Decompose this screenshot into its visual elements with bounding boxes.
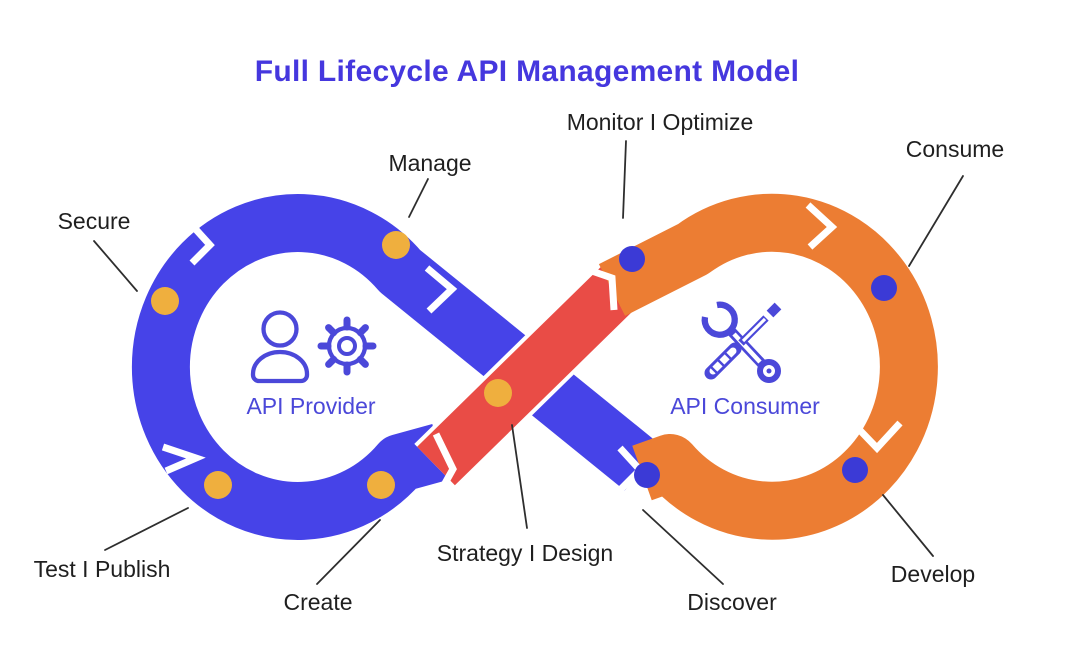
leader-line-discover xyxy=(642,509,724,585)
stage-label-strategy-design: Strategy I Design xyxy=(437,540,613,566)
stage-label-test-publish: Test I Publish xyxy=(34,556,171,582)
stage-label-develop: Develop xyxy=(891,561,975,587)
band-chevron-gap-strategy-monitor xyxy=(584,265,618,311)
stage-label-create: Create xyxy=(283,589,352,615)
stage-label-manage: Manage xyxy=(388,150,471,176)
stage-label-consume: Consume xyxy=(906,136,1004,162)
page-title: Full Lifecycle API Management Model xyxy=(255,55,800,88)
stage-dot-test-publish xyxy=(204,471,232,499)
stage-dot-develop xyxy=(842,457,868,483)
stage-dot-monitor-optimize xyxy=(619,246,645,272)
leader-line-strategy-design xyxy=(511,424,528,529)
leader-line-develop xyxy=(882,494,934,557)
leader-line-consume xyxy=(908,175,964,267)
leader-line-monitor-optimize xyxy=(622,140,627,219)
provider-loop-band xyxy=(131,194,662,540)
stage-label-monitor-optimize: Monitor I Optimize xyxy=(567,109,754,135)
band-chevron-gap-test-create xyxy=(161,443,206,475)
leader-line-create xyxy=(316,519,381,585)
consumer-loop-band xyxy=(598,193,938,540)
stage-dot-create xyxy=(367,471,395,499)
provider-label: API Provider xyxy=(246,393,375,419)
stage-dot-discover xyxy=(634,462,660,488)
band-chevron-gap-monitor-consume xyxy=(805,202,838,250)
band-chevron-gap-manage-cross xyxy=(424,265,458,314)
consumer-label: API Consumer xyxy=(670,393,820,419)
stage-dot-manage xyxy=(382,231,410,259)
band-chevron-gap-consume-develop xyxy=(849,419,903,454)
bridge-band xyxy=(417,261,644,486)
leader-line-test-publish xyxy=(104,507,189,551)
person-icon xyxy=(250,310,310,384)
band-chevron-gap-create-strategy xyxy=(430,432,457,505)
stage-dot-secure xyxy=(151,287,179,315)
stage-label-secure: Secure xyxy=(58,208,131,234)
stage-dot-consume xyxy=(871,275,897,301)
leader-line-secure xyxy=(93,240,138,292)
wrench-screwdriver-icon xyxy=(701,301,782,383)
leader-line-manage xyxy=(408,178,429,218)
gear-icon xyxy=(317,316,377,376)
stage-dot-strategy-design xyxy=(484,379,512,407)
stage-label-discover: Discover xyxy=(687,589,777,615)
band-chevron-gap-secure-manage xyxy=(187,220,215,266)
